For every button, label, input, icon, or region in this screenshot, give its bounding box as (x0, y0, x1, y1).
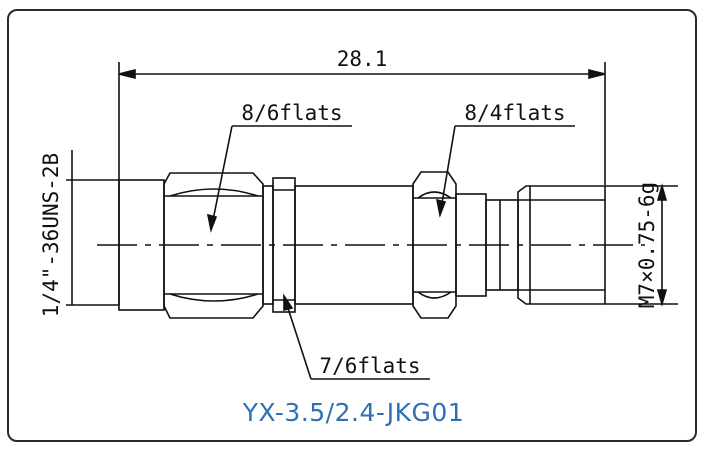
right-dim-arrow-bottom (656, 289, 668, 307)
left-thread-label: 1/4"-36UNS-2B (39, 153, 63, 317)
left-hex-label: 8/6flats (241, 101, 342, 125)
nut-label: 7/6flats (319, 354, 420, 378)
right-dim-arrow-top (656, 183, 668, 201)
nut-leader (283, 295, 312, 380)
left-hex-leader (210, 125, 233, 231)
right-hex-chamfer-bottom (417, 291, 452, 299)
right-hex-chamfer-top (417, 191, 452, 199)
right-thread-label: M7×0.75-6g (635, 182, 659, 308)
right-hex-label: 8/4flats (464, 101, 565, 125)
dim-arrow-right (588, 68, 606, 80)
left-hex-nut (163, 172, 264, 319)
part-number: YX-3.5/2.4-JKG01 (242, 398, 465, 427)
right-hex-leader (439, 125, 456, 216)
right-hex-leader-arrow (435, 198, 447, 218)
drawing-frame (7, 9, 697, 442)
left-hex-leader-arrow (206, 213, 218, 233)
overall-length-label: 28.1 (337, 47, 388, 71)
left-hex-chamfer-top (169, 188, 259, 197)
left-hex-chamfer-bottom (169, 293, 259, 302)
dim-arrow-left (118, 68, 136, 80)
nut-leader-arrow (283, 293, 294, 312)
right-hex-nut (412, 171, 457, 319)
